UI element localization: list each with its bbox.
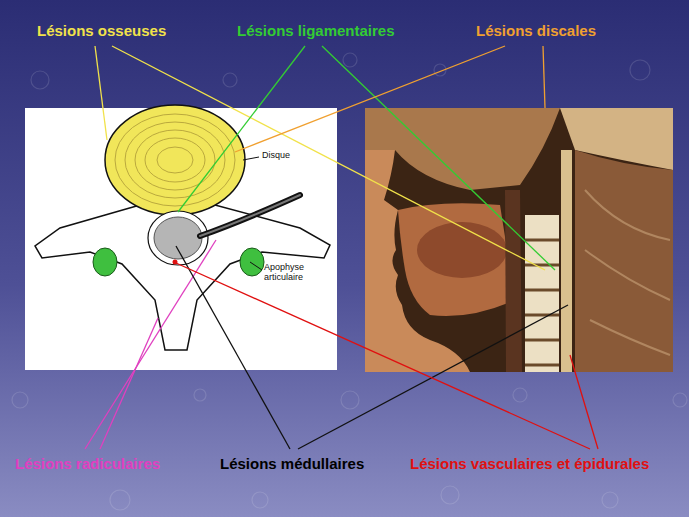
leader-lines (85, 46, 598, 449)
articular-facet (240, 248, 264, 276)
skull-region (365, 108, 560, 190)
vertebra-panel (25, 108, 337, 370)
neck-muscles (575, 150, 673, 372)
tongue (417, 222, 507, 278)
lesion-label: Lésions médullaires (220, 455, 364, 472)
bubble-pattern (12, 53, 687, 510)
nerve-root-core (200, 195, 300, 236)
leader-line (243, 157, 259, 160)
part-label: Apophyse articulaire (264, 262, 316, 283)
part-label: Disque (262, 150, 290, 160)
spinal-cord-section (561, 150, 572, 372)
lesion-label: Lésions osseuses (37, 22, 166, 39)
vertebral-column (525, 215, 559, 372)
lesion-label: Lésions discales (476, 22, 596, 39)
section-photo (365, 108, 673, 372)
leader-line (250, 262, 262, 270)
oral-region (398, 203, 515, 316)
vertebral-arch (35, 205, 330, 350)
articular-facet (93, 248, 117, 276)
muscle-fibres (585, 190, 670, 355)
intervertebral-discs (525, 240, 559, 365)
pharynx (505, 190, 522, 372)
spinal-cord (154, 217, 202, 259)
lesion-label: Lésions radiculaires (15, 455, 160, 472)
vertebral-body (105, 105, 245, 215)
lesion-label: Lésions vasculaires et épidurales (410, 455, 649, 472)
lesion-label: Lésions ligamentaires (237, 22, 395, 39)
nerve-root (200, 195, 300, 236)
